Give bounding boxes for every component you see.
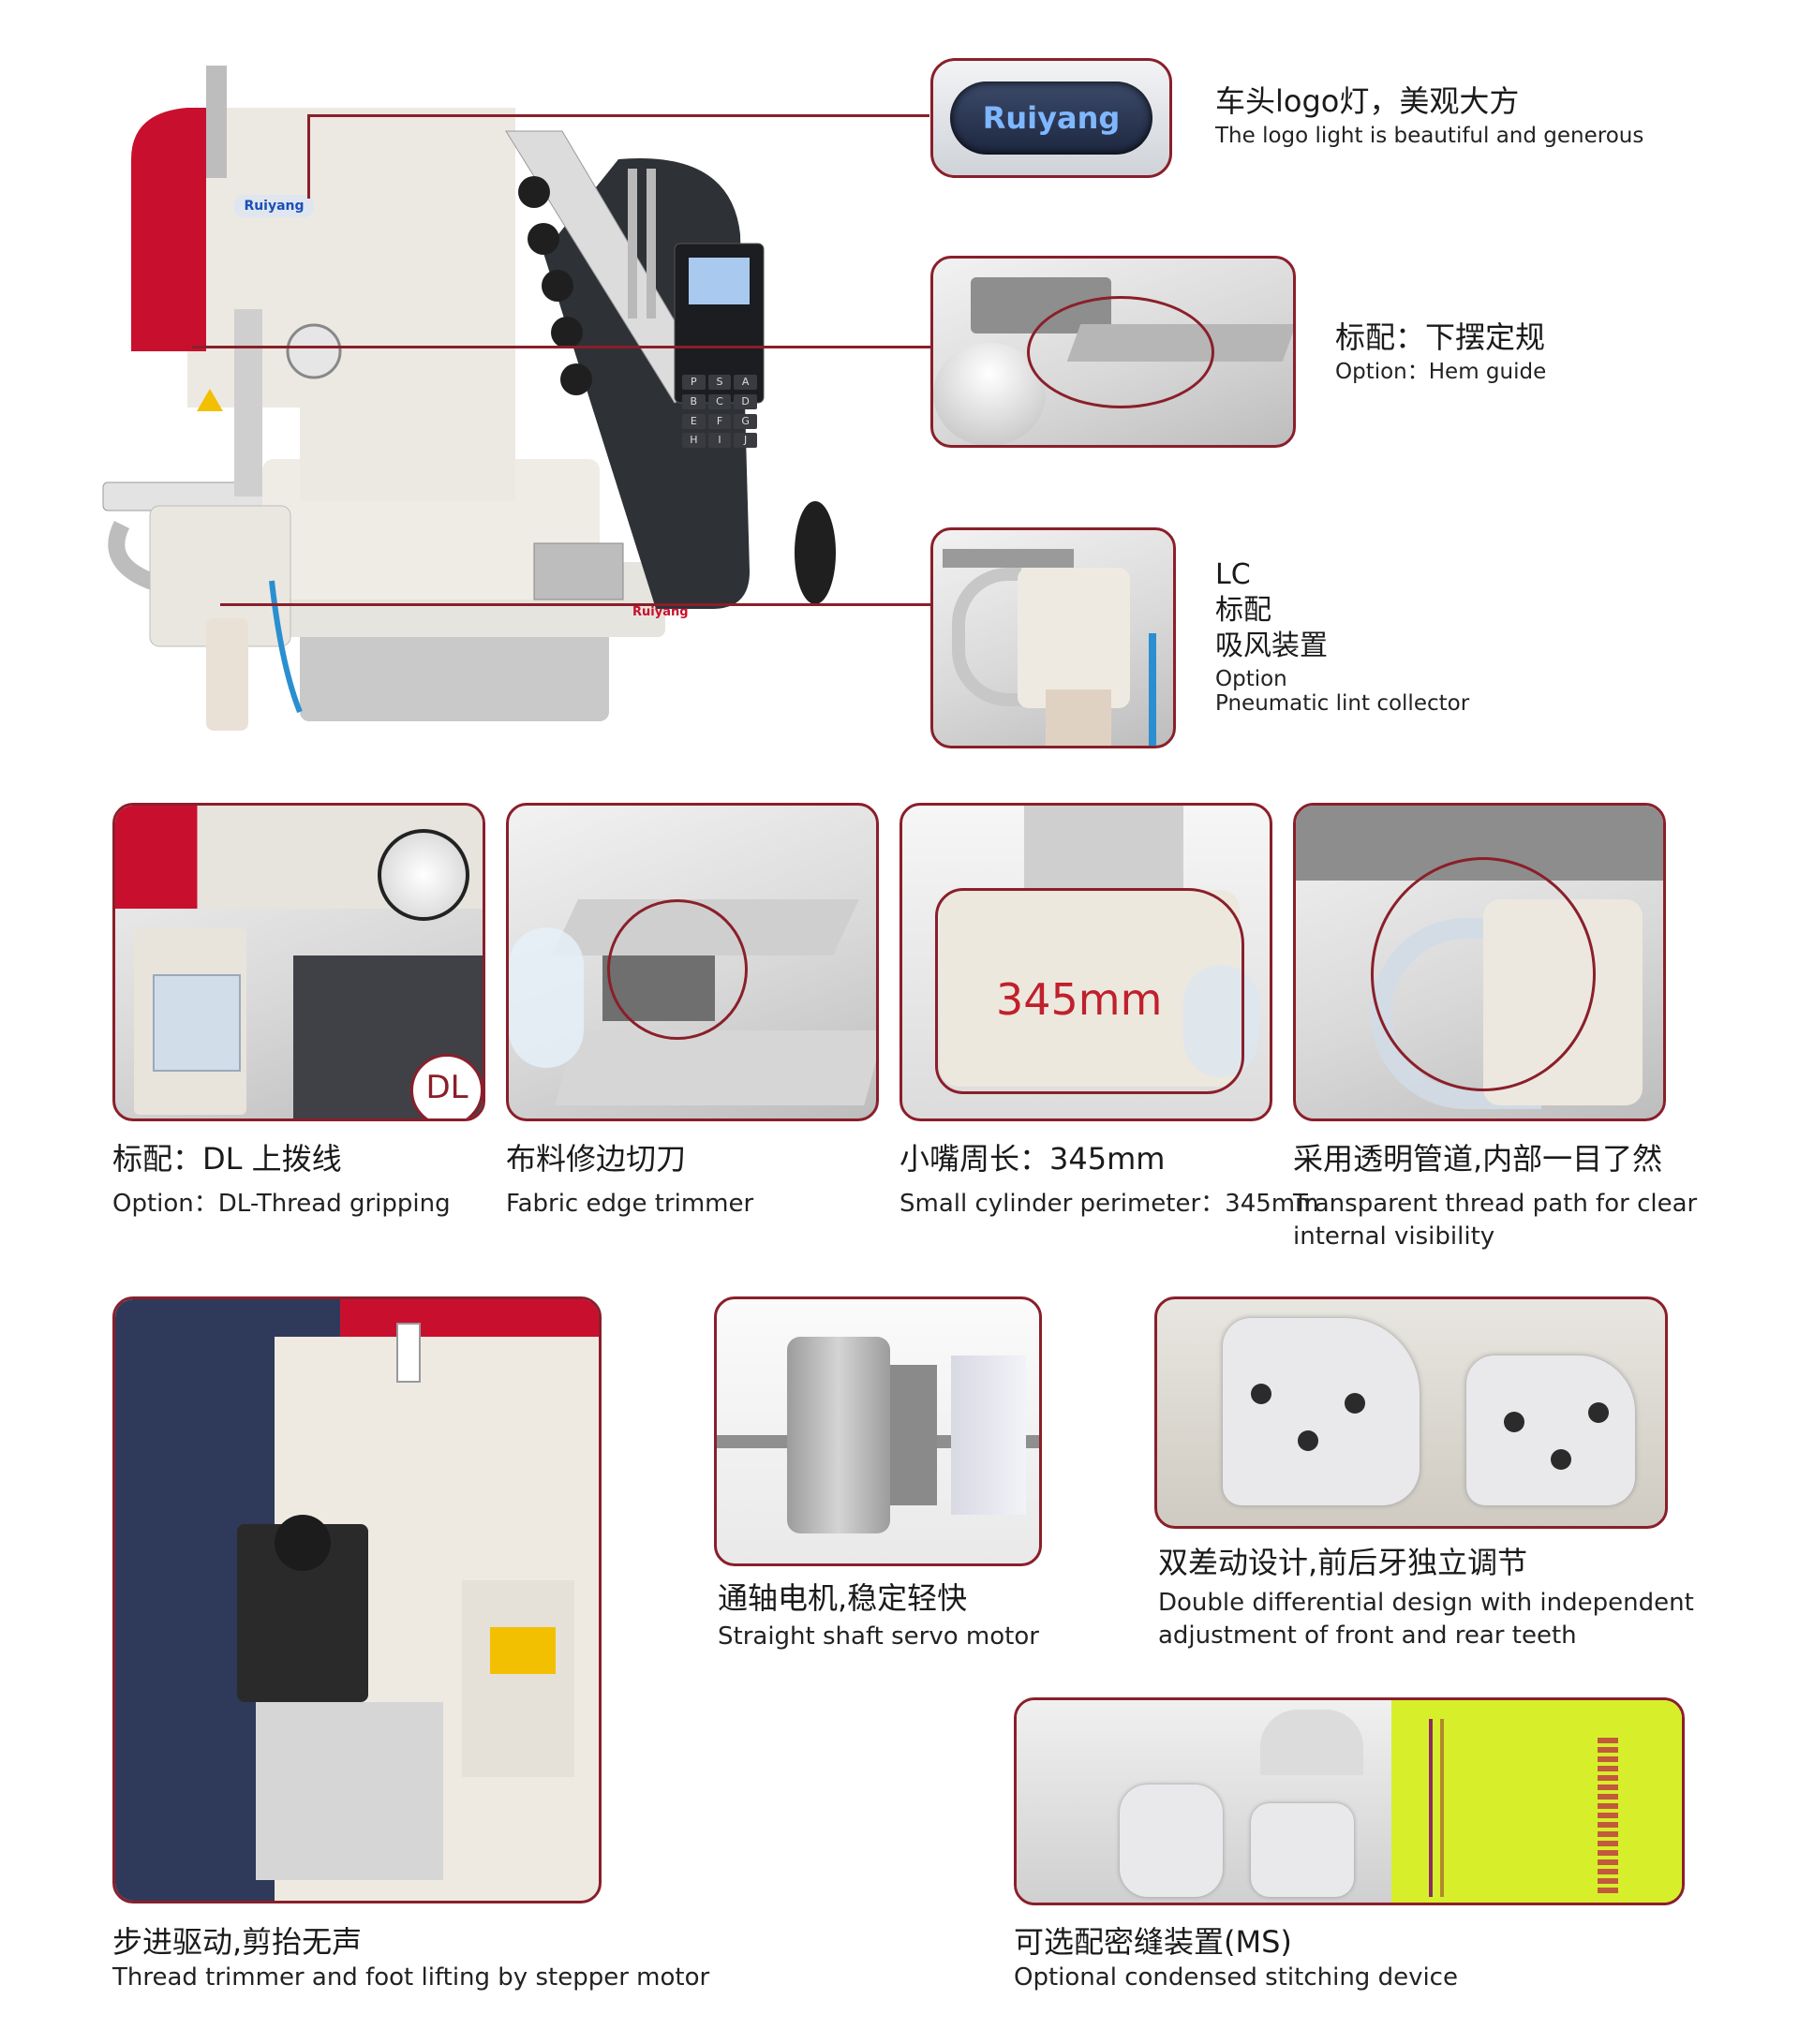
- leader-logo: [307, 114, 310, 199]
- nameplate-brand: Ruiyang: [632, 605, 689, 619]
- transparent-cn: 采用透明管道,内部一目了然: [1293, 1141, 1663, 1177]
- transparent-en2: internal visibility: [1293, 1222, 1495, 1251]
- condensed-en: Optional condensed stitching device: [1014, 1963, 1458, 1992]
- transparent-path-photo: [1293, 803, 1666, 1121]
- differential-en2: adjustment of front and rear teeth: [1158, 1622, 1577, 1650]
- panel-key: C: [707, 393, 732, 409]
- lint-cn2: 吸风装置: [1215, 629, 1328, 662]
- cylinder-outline: [935, 888, 1244, 1094]
- servo-motor-photo: [714, 1296, 1042, 1566]
- stepper-en: Thread trimmer and foot lifting by stepp…: [112, 1963, 710, 1992]
- panel-key: S: [707, 375, 732, 390]
- leader-hem: [192, 346, 930, 348]
- transparent-en1: Transparent thread path for clear: [1293, 1190, 1698, 1218]
- double-differential-photo: [1154, 1296, 1668, 1529]
- lint-en2: Pneumatic lint collector: [1215, 691, 1470, 716]
- cylinder-badge: 345mm: [996, 974, 1163, 1025]
- trimmer-en: Fabric edge trimmer: [506, 1190, 754, 1218]
- logo-light-photo: Ruiyang: [930, 58, 1172, 178]
- machine-logo-text: Ruiyang: [244, 199, 305, 214]
- logo-badge-icon: Ruiyang: [950, 81, 1152, 155]
- lint-cn1: 标配: [1215, 594, 1271, 627]
- pressure-gauge-icon: [392, 393, 429, 422]
- panel-key: G: [734, 413, 757, 429]
- lint-collector-photo: [930, 527, 1176, 748]
- dl-en: Option：DL-Thread gripping: [112, 1190, 451, 1218]
- stepper-motor-photo: [112, 1296, 602, 1903]
- panel-key: I: [707, 433, 732, 449]
- lint-en1: Option: [1215, 667, 1287, 691]
- dl-thread-gripping-photo: DL: [112, 803, 485, 1121]
- hem-guide-en: Option：Hem guide: [1335, 360, 1547, 384]
- dl-badge: DL: [410, 1054, 483, 1118]
- cylinder-en: Small cylinder perimeter：345mm: [900, 1190, 1319, 1218]
- panel-key: B: [682, 393, 706, 409]
- logo-badge-text: Ruiyang: [982, 100, 1121, 136]
- panel-key: F: [707, 413, 732, 429]
- machine-drawing: [102, 66, 836, 731]
- differential-cn: 双差动设计,前后牙独立调节: [1158, 1545, 1528, 1580]
- edge-trimmer-photo: [506, 803, 879, 1121]
- panel-key: E: [682, 413, 706, 429]
- servo-en: Straight shaft servo motor: [718, 1622, 1039, 1651]
- leader-logo-h: [307, 114, 929, 117]
- lint-lc: LC: [1215, 558, 1251, 591]
- stepper-cn: 步进驱动,剪抬无声: [112, 1924, 363, 1960]
- hem-guide-cn: 标配：下摆定规: [1335, 319, 1546, 355]
- condensed-stitching-photo: [1014, 1697, 1685, 1905]
- leader-lint: [220, 603, 930, 606]
- cylinder-perimeter-photo: 345mm: [900, 803, 1272, 1121]
- differential-en1: Double differential design with independ…: [1158, 1589, 1694, 1617]
- condensed-cn: 可选配密缝装置(MS): [1014, 1924, 1292, 1960]
- panel-key: D: [734, 393, 757, 409]
- panel-key: A: [734, 375, 757, 390]
- panel-key: H: [682, 433, 706, 449]
- machine-logo-badge: Ruiyang: [234, 195, 314, 217]
- fabric-sample: [1391, 1700, 1682, 1903]
- trimmer-cn: 布料修边切刀: [506, 1141, 687, 1177]
- cylinder-cn: 小嘴周长：345mm: [900, 1141, 1166, 1177]
- panel-key: J: [734, 433, 757, 449]
- logo-light-cn: 车头logo灯，美观大方: [1215, 83, 1520, 119]
- dl-cn: 标配：DL 上拨线: [112, 1141, 342, 1177]
- servo-cn: 通轴电机,稳定轻快: [718, 1580, 968, 1616]
- panel-key: P: [682, 375, 706, 390]
- logo-light-en: The logo light is beautiful and generous: [1215, 124, 1644, 148]
- hem-guide-photo: [930, 256, 1296, 448]
- warning-icon: [197, 389, 223, 411]
- nameplate-brand-text: Ruiyang: [632, 605, 689, 619]
